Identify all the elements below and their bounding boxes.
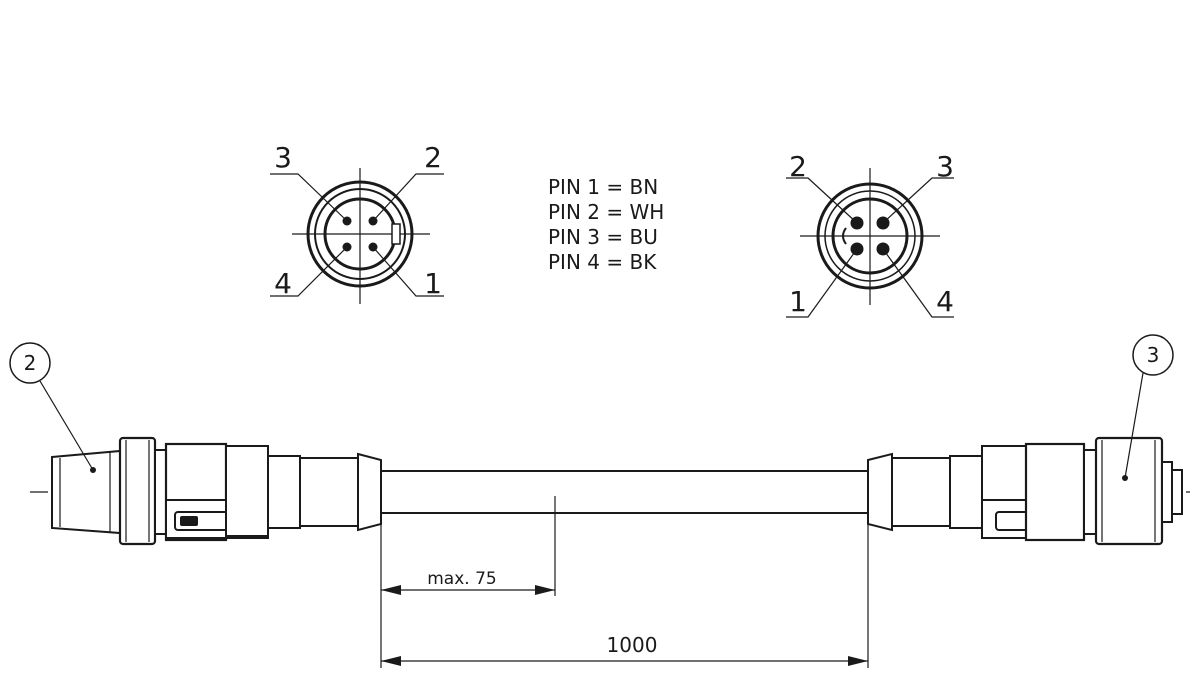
pin-legend-line-2: PIN 2 = WH bbox=[548, 200, 664, 224]
right-connector-face: 2 3 1 4 bbox=[786, 150, 954, 318]
right-face-label-bottom-left: 1 bbox=[789, 285, 807, 318]
dimension-1000-label: 1000 bbox=[607, 633, 658, 657]
left-face-label-top-left: 3 bbox=[274, 141, 292, 174]
left-connector-side-view bbox=[51, 436, 382, 546]
pin-legend: PIN 1 = BN PIN 2 = WH PIN 3 = BU PIN 4 =… bbox=[548, 175, 664, 274]
callout-left-label: 2 bbox=[24, 351, 37, 375]
left-face-label-bottom-right: 1 bbox=[424, 267, 442, 300]
dimension-max-75: max. 75 bbox=[380, 496, 556, 668]
pin-legend-line-4: PIN 4 = BK bbox=[548, 250, 657, 274]
left-face-label-top-right: 2 bbox=[424, 141, 442, 174]
left-face-label-bottom-left: 4 bbox=[274, 267, 292, 300]
right-face-label-top-right: 3 bbox=[936, 150, 954, 183]
callout-right-label: 3 bbox=[1147, 343, 1160, 367]
pin-legend-line-3: PIN 3 = BU bbox=[548, 225, 658, 249]
right-connector-side-view bbox=[867, 436, 1183, 546]
callout-left: 2 bbox=[9, 342, 96, 473]
dimension-max-75-label: max. 75 bbox=[427, 569, 496, 589]
pin-legend-line-1: PIN 1 = BN bbox=[548, 175, 658, 199]
right-face-label-top-left: 2 bbox=[789, 150, 807, 183]
callout-right: 3 bbox=[1122, 334, 1174, 481]
left-connector-face: 3 2 4 1 bbox=[270, 141, 444, 304]
right-face-label-bottom-right: 4 bbox=[936, 285, 954, 318]
cable bbox=[380, 470, 869, 514]
dimension-1000: 1000 bbox=[381, 513, 869, 668]
